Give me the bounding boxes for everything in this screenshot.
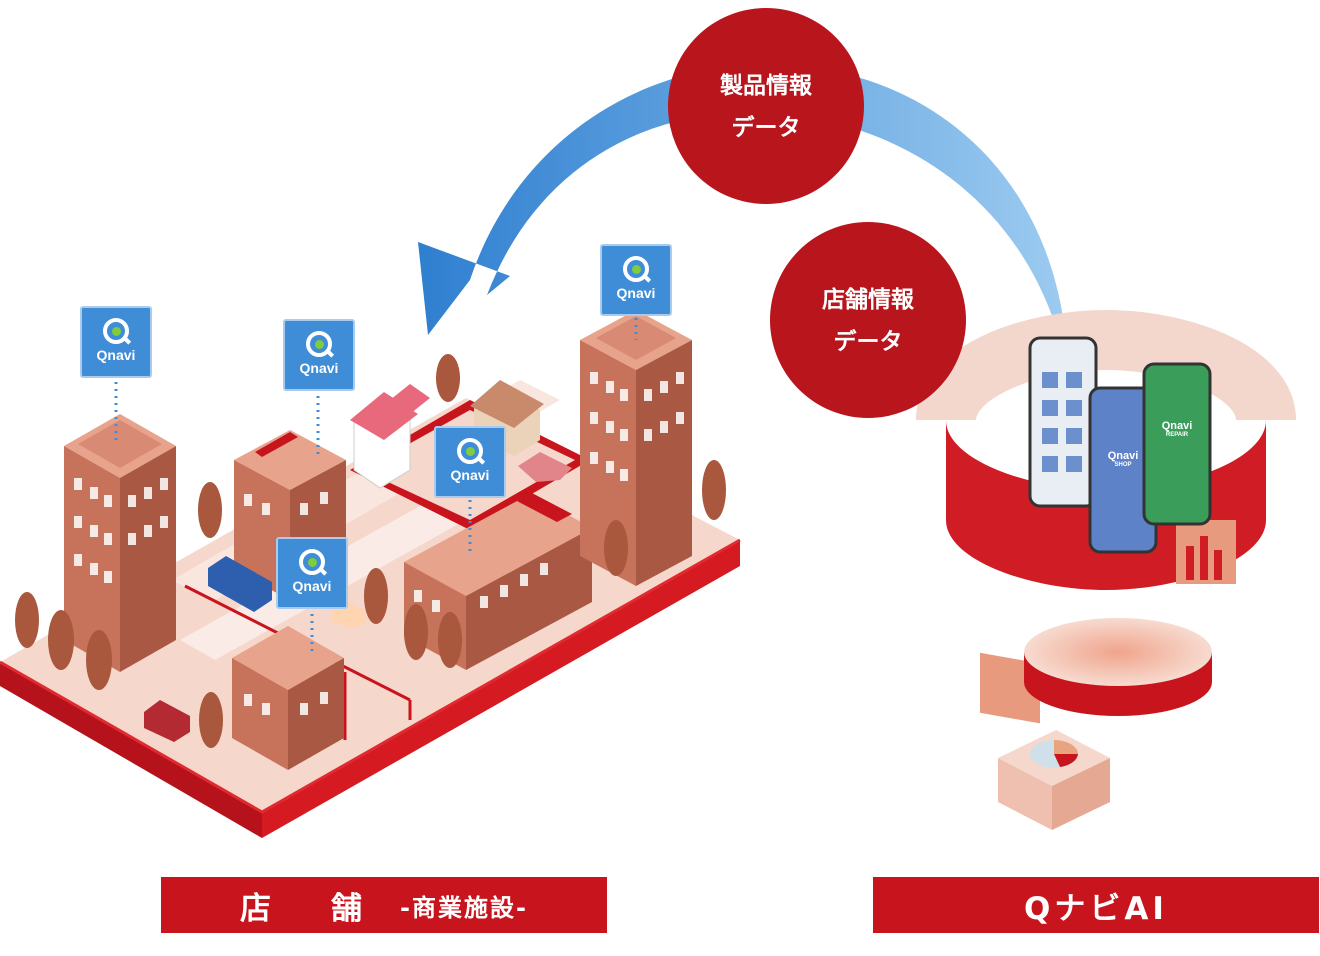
qnavi-badge-label: Qnavi — [450, 467, 490, 483]
qnavi-ai-banner: QナビAI — [873, 877, 1319, 933]
qnavi-badge-label: Qnavi — [96, 347, 136, 363]
store-data-label: 店舗情報 データ — [778, 276, 958, 366]
qnavi-badge: Qnavi — [600, 244, 672, 316]
qnavi-ai-illustration — [916, 309, 1296, 830]
shop-app-subtitle: SHOP — [1114, 462, 1132, 468]
qnavi-logo-icon — [457, 438, 483, 464]
product-data-circle — [668, 8, 864, 204]
qnavi-logo-icon — [103, 318, 129, 344]
store-banner-char1: 店 — [240, 890, 274, 927]
qnavi-logo-icon — [306, 331, 332, 357]
shop-app-title: Qnavi — [1107, 450, 1139, 462]
product-data-label: 製品情報 データ — [676, 62, 856, 152]
data-flow-arrow — [418, 64, 1066, 340]
store-data-circle — [770, 222, 966, 418]
qnavi-badge-label: Qnavi — [616, 285, 656, 301]
repair-app-title: Qnavi — [1161, 420, 1193, 432]
qnavi-badge: Qnavi — [276, 537, 348, 609]
qnavi-badge: Qnavi — [434, 426, 506, 498]
store-banner-subtitle: -商業施設- — [400, 893, 528, 922]
store-banner-char2: 舗 — [331, 890, 365, 927]
store-data-line2: データ — [833, 329, 903, 355]
store-data-line1: 店舗情報 — [822, 287, 914, 313]
qnavi-badge: Qnavi — [80, 306, 152, 378]
repair-app-brand: Qnavi REPAIR — [1148, 420, 1206, 438]
qnavi-logo-icon — [623, 256, 649, 282]
store-banner: 店 舗 -商業施設- — [161, 877, 607, 933]
product-data-line1: 製品情報 — [720, 73, 812, 99]
qnavi-logo-icon — [299, 549, 325, 575]
shop-app-brand: Qnavi SHOP — [1094, 450, 1152, 468]
qnavi-ai-banner-title: QナビAI — [1024, 890, 1168, 927]
repair-app-subtitle: REPAIR — [1165, 432, 1189, 438]
product-data-line2: データ — [731, 115, 801, 141]
qnavi-badge-label: Qnavi — [292, 578, 332, 594]
city-illustration — [0, 310, 741, 838]
qnavi-badge: Qnavi — [283, 319, 355, 391]
qnavi-badge-label: Qnavi — [299, 360, 339, 376]
